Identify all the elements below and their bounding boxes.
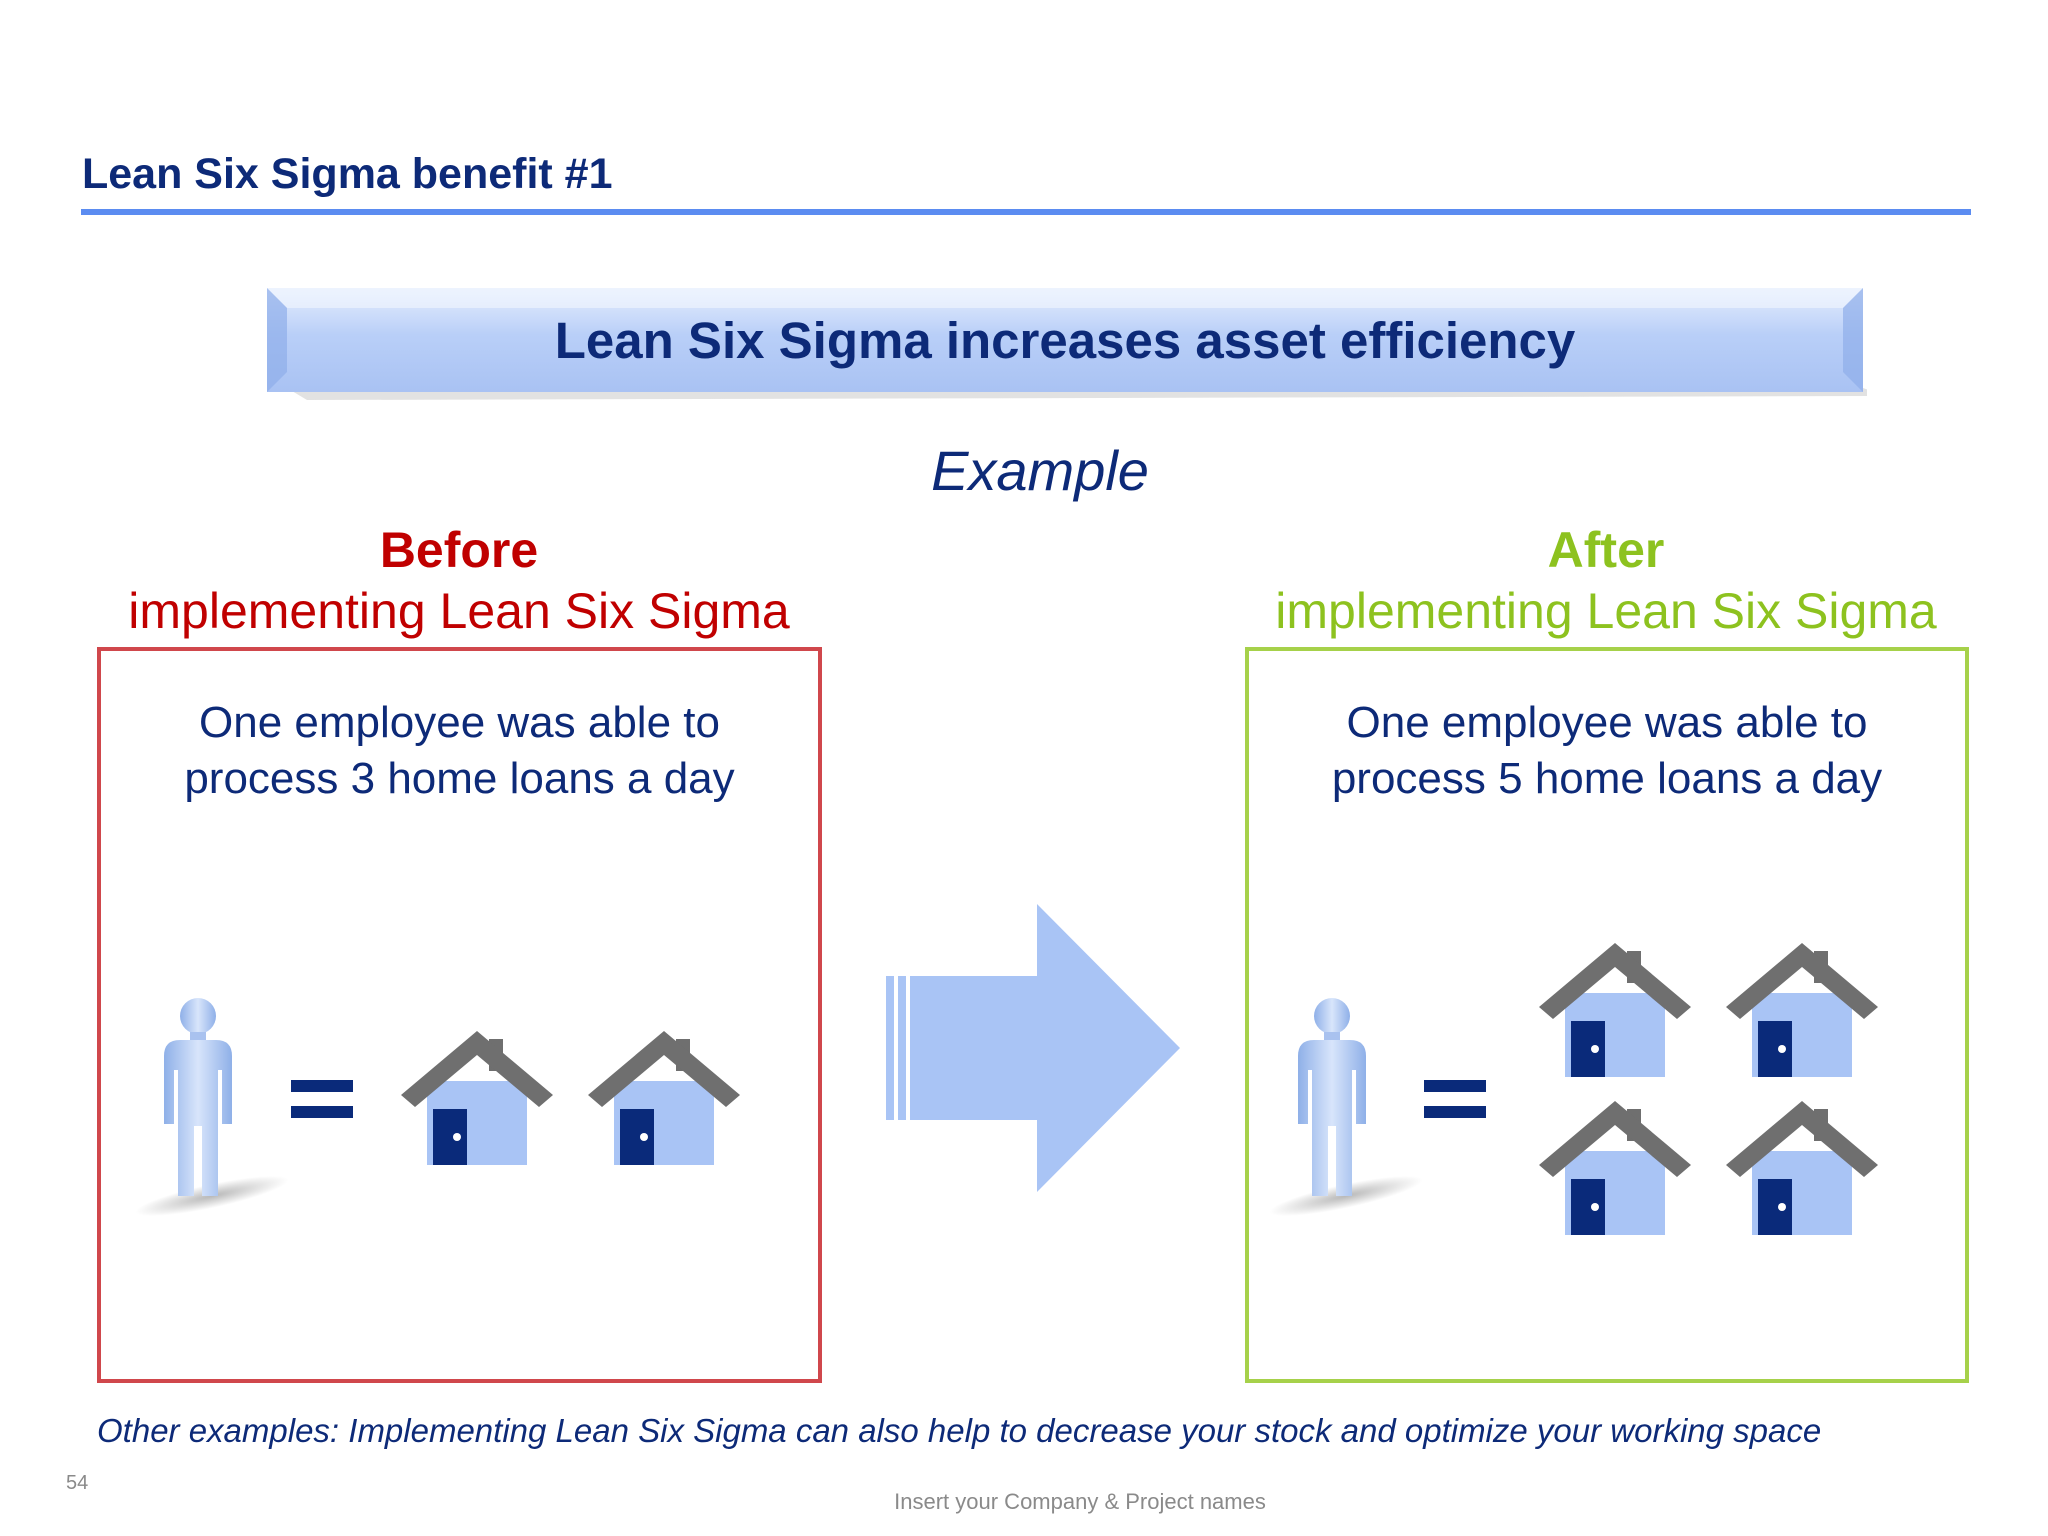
after-subtitle: implementing Lean Six Sigma xyxy=(1275,583,1937,639)
slide-title: Lean Six Sigma benefit #1 xyxy=(82,150,613,198)
after-illustration xyxy=(1267,943,1878,1235)
before-description-line2: process 3 home loans a day xyxy=(184,754,735,803)
after-description-line1: One employee was able to xyxy=(1346,698,1868,747)
after-description: One employee was able to process 5 home … xyxy=(1249,695,1965,807)
before-description: One employee was able to process 3 home … xyxy=(101,695,818,807)
after-heading: After implementing Lean Six Sigma xyxy=(1243,520,1969,642)
before-panel: One employee was able to process 3 home … xyxy=(97,647,822,1383)
after-description-line2: process 5 home loans a day xyxy=(1331,754,1883,803)
before-heading: Before implementing Lean Six Sigma xyxy=(96,520,822,642)
footer-company-text: Insert your Company & Project names xyxy=(894,1489,1266,1514)
title-divider xyxy=(81,209,1971,215)
example-label: Example xyxy=(931,439,1149,502)
house-icon xyxy=(588,1031,740,1165)
house-icon xyxy=(1726,1101,1878,1235)
house-icon xyxy=(401,1031,553,1165)
house-icon xyxy=(1726,943,1878,1077)
after-panel: One employee was able to process 5 home … xyxy=(1245,647,1969,1383)
house-icon xyxy=(1539,943,1691,1077)
headline-banner: Lean Six Sigma increases asset efficienc… xyxy=(267,288,1867,400)
equals-sign xyxy=(291,1080,353,1118)
person-icon xyxy=(133,998,291,1224)
house-icon xyxy=(1539,1101,1691,1235)
banner-shape xyxy=(267,288,1867,400)
after-title: After xyxy=(1547,522,1665,578)
before-illustration xyxy=(133,998,740,1224)
before-title: Before xyxy=(379,522,539,578)
right-arrow-icon xyxy=(886,904,1180,1192)
equals-sign xyxy=(1424,1080,1486,1118)
footnote: Other examples: Implementing Lean Six Si… xyxy=(97,1412,1822,1449)
page-number: 54 xyxy=(66,1472,89,1494)
before-description-line1: One employee was able to xyxy=(199,698,720,747)
banner-text: Lean Six Sigma increases asset efficienc… xyxy=(554,311,1576,369)
before-subtitle: implementing Lean Six Sigma xyxy=(128,583,790,639)
person-icon xyxy=(1267,998,1425,1224)
